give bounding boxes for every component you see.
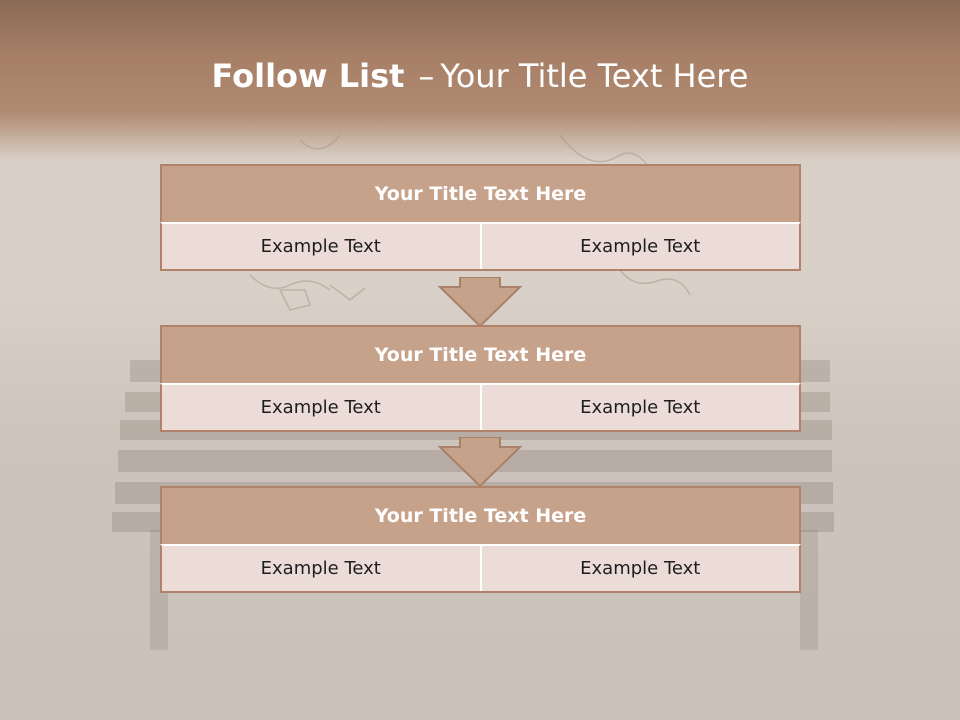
block-3-left-text: Example Text (162, 546, 482, 591)
block-2-title: Your Title Text Here (160, 325, 801, 383)
down-arrow-2 (438, 437, 522, 487)
block-1-right-text: Example Text (481, 224, 799, 269)
down-arrow-1 (438, 277, 522, 327)
list-block-2: Your Title Text Here Example Text Exampl… (160, 325, 801, 432)
title-bold: Follow List (211, 57, 405, 95)
block-2-row: Example Text Example Text (160, 383, 801, 432)
slide-title: Follow List–Your Title Text Here (0, 56, 960, 96)
list-block-1: Your Title Text Here Example Text Exampl… (160, 164, 801, 271)
block-2-right-text: Example Text (481, 385, 799, 430)
block-1-left-text: Example Text (162, 224, 482, 269)
header-band (0, 0, 960, 160)
title-rest: Your Title Text Here (440, 57, 749, 95)
block-3-row: Example Text Example Text (160, 544, 801, 593)
block-3-title: Your Title Text Here (160, 486, 801, 544)
block-1-title: Your Title Text Here (160, 164, 801, 222)
title-dash: – (418, 57, 435, 95)
block-2-left-text: Example Text (162, 385, 482, 430)
block-3-right-text: Example Text (481, 546, 799, 591)
block-1-row: Example Text Example Text (160, 222, 801, 271)
list-block-3: Your Title Text Here Example Text Exampl… (160, 486, 801, 593)
